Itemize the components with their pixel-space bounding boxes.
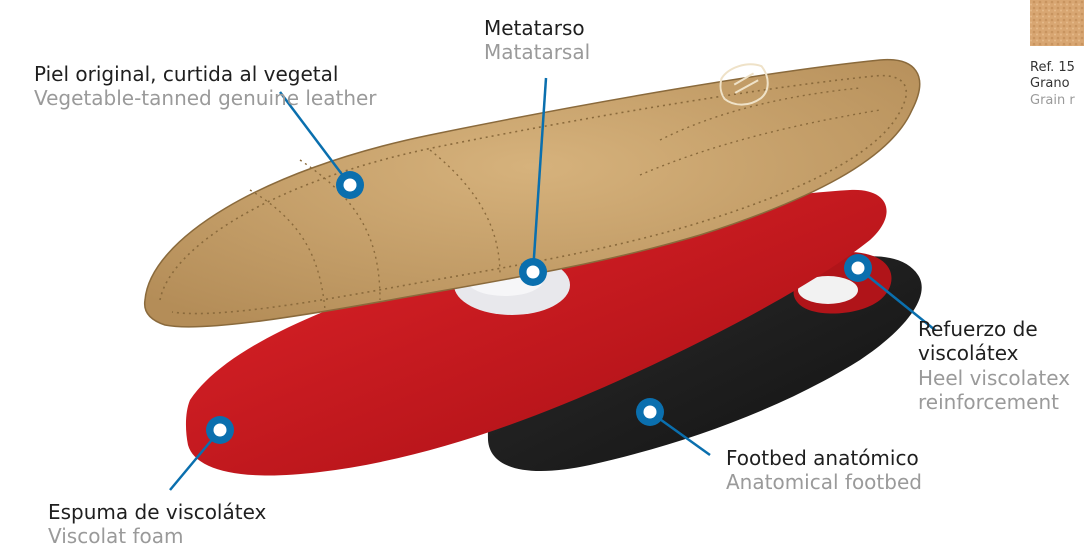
label-metatarsal: Metatarso Matatarsal [484,16,590,65]
marker-metatarsal [519,258,547,286]
marker-leather [336,171,364,199]
label-leather-en: Vegetable-tanned genuine leather [34,86,377,110]
swatch-ref: Ref. 15 [1030,60,1075,76]
marker-heel [844,254,872,282]
label-foam-es: Espuma de viscolátex [48,500,266,524]
label-heel-es-1: Refuerzo de [918,317,1070,341]
swatch-en: Grain r [1030,93,1075,109]
label-heel-es-2: viscolátex [918,341,1070,365]
marker-footbed [636,398,664,426]
label-heel-en-1: Heel viscolatex [918,366,1070,390]
label-foam: Espuma de viscolátex Viscolat foam [48,500,266,549]
swatch-label: Ref. 15 Grano Grain r [1030,60,1075,109]
label-metatarsal-es: Metatarso [484,16,590,40]
label-leather-es: Piel original, curtida al vegetal [34,62,377,86]
label-footbed: Footbed anatómico Anatomical footbed [726,446,922,495]
label-foam-en: Viscolat foam [48,524,266,548]
label-heel: Refuerzo de viscolátex Heel viscolatex r… [918,317,1070,415]
marker-foam [206,416,234,444]
swatch-es: Grano [1030,76,1075,92]
label-footbed-en: Anatomical footbed [726,470,922,494]
label-heel-en-2: reinforcement [918,390,1070,414]
label-leather: Piel original, curtida al vegetal Vegeta… [34,62,377,111]
grain-swatch [1030,0,1084,46]
label-metatarsal-en: Matatarsal [484,40,590,64]
label-footbed-es: Footbed anatómico [726,446,922,470]
